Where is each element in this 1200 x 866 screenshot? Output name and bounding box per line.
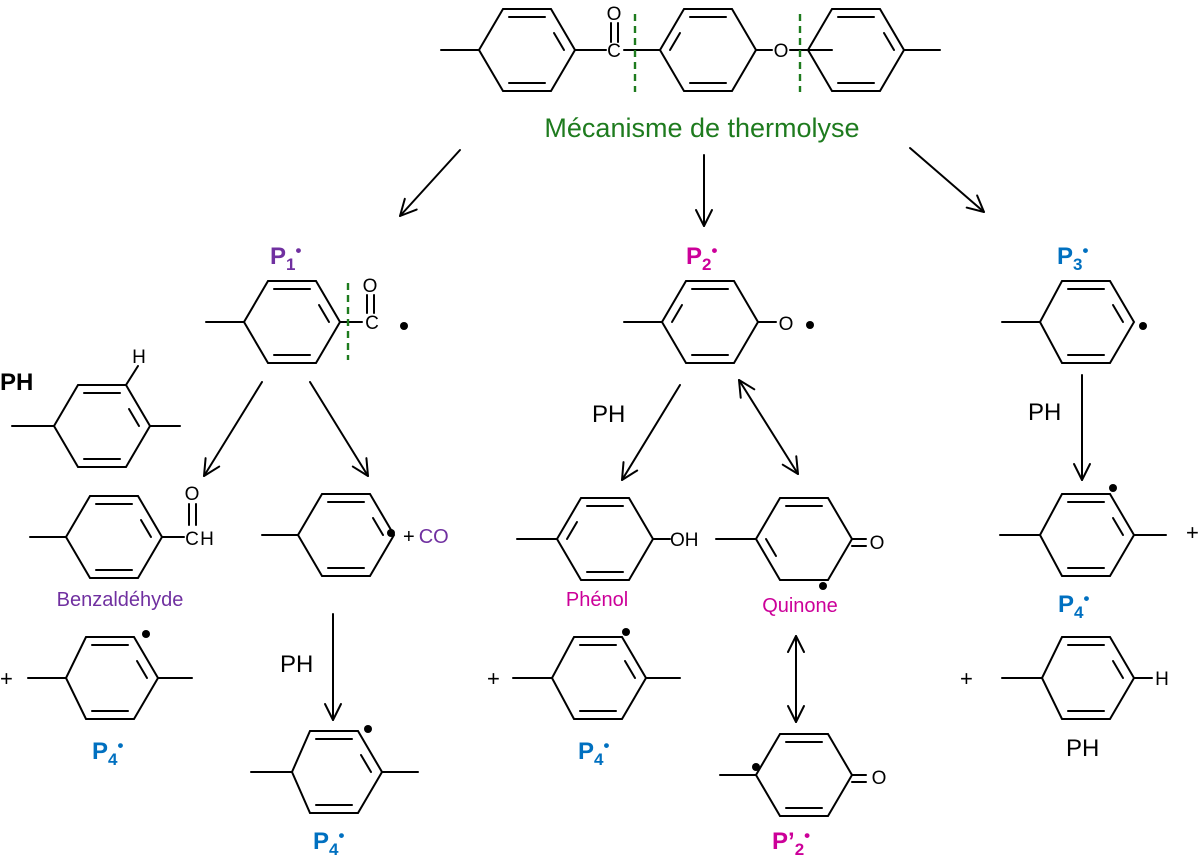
quinone-label: Quinone [762,595,838,617]
plus-co-label: +CO [403,526,449,548]
p4-structure-middle-left [250,725,419,814]
arrow-p1-to-phenyl-co [309,381,369,477]
ph-hydrogen: H [132,347,146,368]
benzaldehyde-hydrogen: H [200,529,214,550]
p2-label-subscript: 2 [702,255,711,274]
p4-label-middle-left-subscript: 4 [329,840,339,859]
p4-label-left: P4• [92,736,123,769]
p4-middle-left-radical-dot [364,725,372,733]
ph-label-p2: PH [592,401,625,428]
p3-label-letter: P [1057,243,1073,270]
plus-center: + [487,666,500,691]
p4-label-left-letter: P [92,738,108,765]
benzaldehyde-label: Benzaldéhyde [57,589,184,611]
benzaldehyde-carbon: C [185,529,199,550]
p4-left-radical-dot [142,630,150,638]
p2-radical-dot [806,321,814,329]
ph-right-hydrogen: H [1155,669,1169,690]
p3-label-dot: • [1082,241,1088,260]
p4-label-right: P4• [1058,589,1089,622]
p4-label-center: P4• [578,736,609,769]
ph-bold-label: PH [0,369,33,396]
phenyl-radical-dot [387,529,395,537]
p1-carbon: C [365,313,379,334]
benzaldehyde-structure: O C H [29,484,214,579]
p4-center-radical-dot [622,628,630,636]
arrow-p2-to-phenol [621,384,681,481]
p2-structure: O [623,280,814,364]
p1-structure: O C [205,276,408,364]
ph-label-right: PH [1066,735,1099,762]
ketone-oxygen: O [607,4,622,25]
p4-label-right-letter: P [1058,591,1074,618]
p2-label-letter: P [686,243,702,270]
p3-label: P3• [1057,241,1088,274]
ph-label-p3: PH [1028,399,1061,426]
ether-oxygen: O [774,41,789,62]
p2-label-dot: • [711,241,717,260]
p1-radical-dot [400,322,408,330]
p2prime-structure: O [719,733,887,817]
p4-label-center-dot: • [603,736,609,755]
p4-structure-center [512,628,681,720]
p4-structure-left [27,630,193,720]
p4-label-center-letter: P [578,738,594,765]
ketone-carbon: C [607,41,621,62]
p2-label: P2• [686,241,717,274]
p4-label-middle-left: P4• [313,826,344,859]
polymer-repeat-unit: O C O [440,4,941,92]
phenyl-radical-structure [261,493,396,577]
p1-oxygen: O [363,276,378,297]
arrow-to-p3 [909,147,985,213]
p3-structure [1001,280,1147,364]
p4-label-center-subscript: 4 [594,750,604,769]
p4-label-right-subscript: 4 [1074,603,1084,622]
phenol-label: Phénol [566,589,628,611]
plus-left: + [0,666,13,691]
polymer-ring-middle [658,8,758,92]
p1-label-subscript: 1 [286,255,295,274]
p3-label-subscript: 3 [1073,255,1082,274]
polymer-ring-right [806,8,906,92]
p4-label-left-dot: • [117,736,123,755]
plus-co-plus: + [403,526,415,548]
plus-right-bottom: + [960,666,973,691]
p2-oxygen: O [779,314,794,335]
p2prime-label-letter: P’ [772,828,795,855]
p1-label: P1• [270,241,301,274]
quinone-structure: O [715,497,885,590]
arrow-p1-to-benzaldehyde [203,381,263,477]
ph-structure-right: H [1001,636,1169,720]
p4-structure-right [999,484,1167,577]
quinone-radical-dot [819,582,827,590]
p1-label-letter: P [270,243,286,270]
p4-label-left-subscript: 4 [108,750,118,769]
phenol-hydroxyl: OH [670,530,699,551]
scheme-title: Mécanisme de thermolyse [544,113,859,143]
phenol-structure: OH [516,497,699,581]
p4-right-radical-dot [1109,484,1117,492]
p2prime-label-subscript: 2 [795,840,804,859]
quinone-oxygen: O [870,533,885,554]
p3-radical-dot [1139,322,1147,330]
p4-label-middle-left-dot: • [338,826,344,845]
benzaldehyde-oxygen: O [185,484,200,505]
p4-label-right-dot: • [1083,589,1089,608]
p2prime-radical-dot [752,763,760,771]
p2prime-oxygen: O [872,768,887,789]
p2prime-label: P’2• [772,826,810,859]
p2prime-label-dot: • [804,826,810,845]
ph-label-phenyl: PH [280,651,313,678]
p4-label-middle-left-letter: P [313,828,329,855]
polymer-ring-left [477,8,577,92]
plus-co-text: CO [419,526,449,548]
ph-structure-left: H [11,347,181,468]
p1-label-dot: • [295,241,301,260]
arrow-to-p1 [399,149,461,217]
plus-right: + [1186,520,1199,545]
arrow-p2-quinone-resonance [738,379,799,475]
